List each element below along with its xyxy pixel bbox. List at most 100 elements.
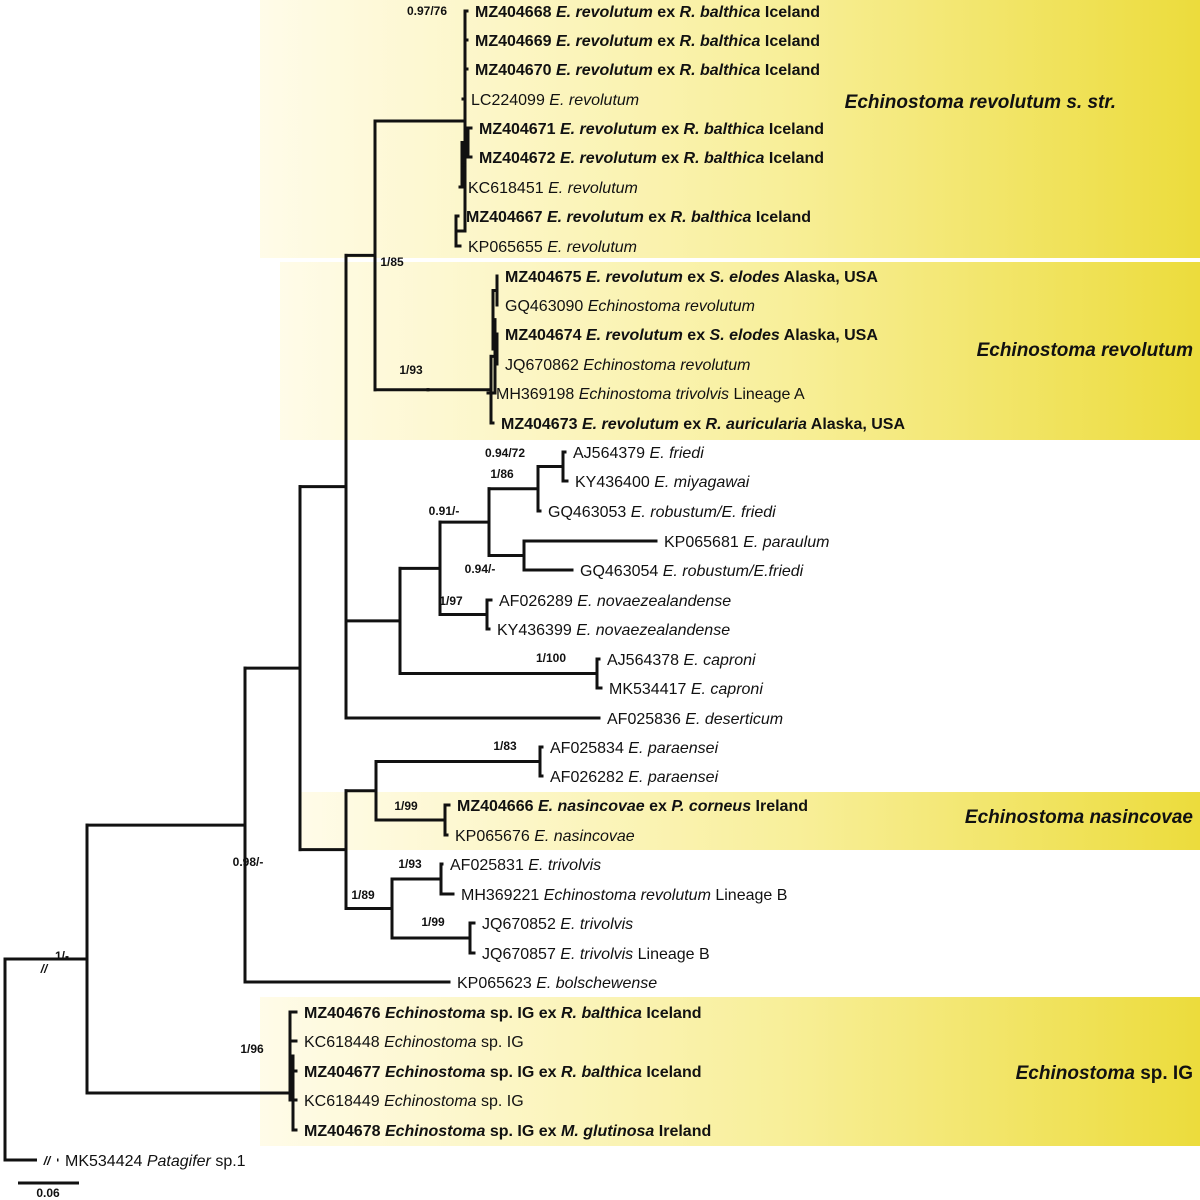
tip-label: AF025836 E. deserticum [607,711,783,728]
tip-accession: MZ404667 [466,209,547,226]
clade-label: Echinostoma nasincovae [965,807,1194,828]
tip-accession: AF026282 [550,769,628,786]
tip-accession: JQ670862 [505,357,583,374]
tip-taxon-part: E. paraensei [628,740,718,757]
tip-accession: KP065681 [664,534,743,551]
tip-taxon-part: sp. IG [477,1034,524,1051]
tip-taxon-part: Alaska, USA [807,416,906,433]
support-value: 1/85 [380,255,404,269]
tip-taxon-part: ex [683,327,710,344]
tip-label: JQ670857 E. trivolvis Lineage B [482,946,710,963]
tip-taxon-part: E. robustum/E.friedi [663,563,804,580]
tip-accession: GQ463054 [580,563,663,580]
tip-taxon-part: R. balthica [680,62,761,79]
scale-bar-label: 0.06 [36,1186,60,1200]
tip-label: AF025831 E. trivolvis [450,857,601,874]
support-value: 0.91/- [429,504,460,518]
tip-taxon-part: S. elodes [710,327,780,344]
tip-taxon-part: Echinostoma [384,1034,477,1051]
support-value: 0.97/76 [407,4,447,18]
tip-taxon-part: R. balthica [561,1005,642,1022]
clade-label-part: Echinostoma revolutum [977,340,1194,361]
tip-label: MH369221 Echinostoma revolutum Lineage B [461,887,787,904]
tip-taxon-part: R. balthica [680,4,761,21]
clade-band-2 [280,262,1200,440]
tip-label: MZ404669 E. revolutum ex R. balthica Ice… [475,33,820,50]
tip-taxon-part: Iceland [760,4,820,21]
tip-accession: JQ670857 [482,946,560,963]
tip-taxon-part: Echinostoma [385,1005,486,1022]
tip-taxon-part: ex [657,121,684,138]
tip-accession: MZ404676 [304,1005,385,1022]
break-mask [37,1155,57,1165]
tip-label: MH369198 Echinostoma trivolvis Lineage A [496,386,805,403]
tip-accession: MZ404668 [475,4,556,21]
tip-label: JQ670852 E. trivolvis [482,916,633,933]
tip-taxon-part: Echinostoma revolutum [544,887,711,904]
tip-label: KP065676 E. nasincovae [455,828,635,845]
tip-accession: KP065655 [468,239,547,256]
tip-taxon-part: sp.1 [211,1153,246,1170]
tip-label: KY436399 E. novaezealandense [497,622,730,639]
tip-accession: MZ404670 [475,62,556,79]
tip-accession: MZ404675 [505,269,586,286]
tip-taxon-part: E. revolutum [547,239,637,256]
tip-taxon-part: E. friedi [650,445,705,462]
tip-label: MZ404666 E. nasincovae ex P. corneus Ire… [457,798,808,815]
tip-taxon-part: E. revolutum [548,180,638,197]
clade-band-4 [260,997,1200,1146]
tip-label: KC618448 Echinostoma sp. IG [304,1034,524,1051]
tip-label: MZ404678 Echinostoma sp. IG ex M. glutin… [304,1123,711,1140]
tip-accession: KP065623 [457,975,536,992]
tip-accession: AF025834 [550,740,628,757]
break-mark: // [43,1154,52,1168]
clade-label-part: Echinostoma [1016,1063,1136,1084]
support-value: 1/89 [351,888,375,902]
tip-label: GQ463090 Echinostoma revolutum [505,298,755,315]
tip-label: MZ404674 E. revolutum ex S. elodes Alask… [505,327,878,344]
clade-label-part: Echinostoma revolutum s. str. [845,92,1116,113]
tip-label: MZ404668 E. revolutum ex R. balthica Ice… [475,4,820,21]
tip-taxon-part: ex [679,416,706,433]
tip-accession: JQ670852 [482,916,560,933]
support-value: 1/93 [399,363,423,377]
tip-taxon-part: Iceland [642,1064,702,1081]
tip-taxon-part: R. balthica [561,1064,642,1081]
tip-taxon-part: Lineage B [633,946,710,963]
tip-accession: MZ404669 [475,33,556,50]
tip-taxon-part: R. balthica [671,209,752,226]
tip-taxon-part: Echinostoma trivolvis [579,386,729,403]
support-value: 1/99 [421,915,445,929]
tip-taxon-part: E. novaezealandense [577,593,731,610]
tip-taxon-part: Alaska, USA [780,269,879,286]
tip-taxon-part: Echinostoma revolutum [583,357,750,374]
tip-label: LC224099 E. revolutum [471,92,639,109]
tip-accession: KY436399 [497,622,576,639]
tip-accession: KC618451 [468,180,548,197]
tip-label: MZ404670 E. revolutum ex R. balthica Ice… [475,62,820,79]
tip-taxon-part: S. elodes [710,269,780,286]
tip-taxon-part: ex [645,798,672,815]
tip-accession: AJ564379 [573,445,650,462]
clade-label: Echinostoma sp. IG [1016,1063,1193,1084]
tip-accession: MK534424 [65,1153,147,1170]
support-value: 1/86 [490,467,514,481]
tip-accession: MZ404673 [501,416,582,433]
tip-taxon-part: sp. IG [477,1093,524,1110]
tip-taxon-part: E. revolutum [582,416,679,433]
support-value: 1/97 [439,594,463,608]
tip-taxon-part: R. balthica [684,150,765,167]
tip-taxon-part: Ireland [751,798,808,815]
support-value: 0.94/- [465,562,496,576]
tip-taxon-part: Echinostoma [384,1093,477,1110]
tip-taxon-part: sp. IG ex [485,1064,561,1081]
tip-taxon-part: Iceland [642,1005,702,1022]
clade-label-part: Echinostoma nasincovae [965,807,1194,828]
tip-accession: LC224099 [471,92,549,109]
tip-label: KP065681 E. paraulum [664,534,829,551]
tip-taxon-part: Iceland [764,121,824,138]
tip-labels: MZ404668 E. revolutum ex R. balthica Ice… [65,4,905,1170]
tip-label: MZ404671 E. revolutum ex R. balthica Ice… [479,121,824,138]
tip-label: GQ463054 E. robustum/E.friedi [580,563,804,580]
tip-taxon-part: E. revolutum [586,269,683,286]
